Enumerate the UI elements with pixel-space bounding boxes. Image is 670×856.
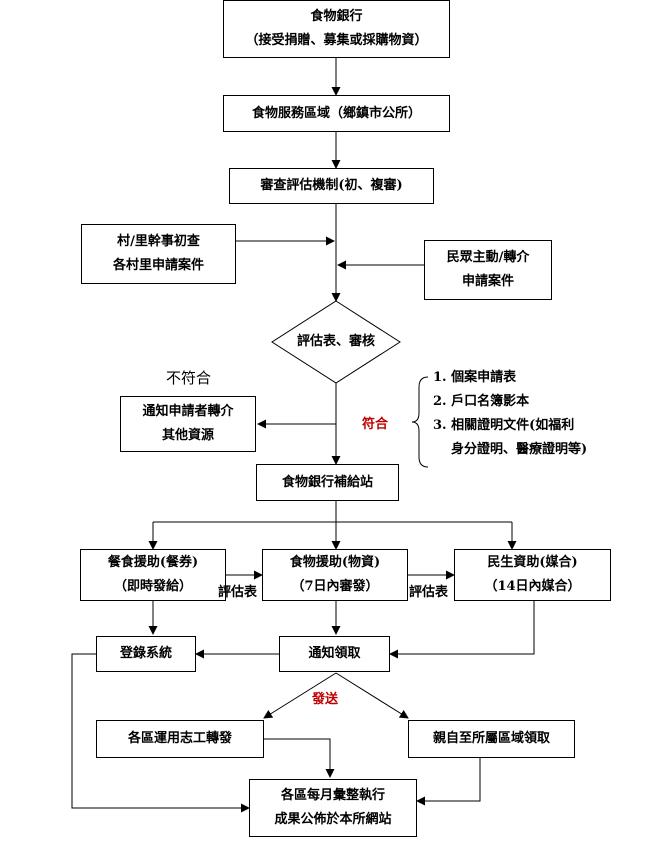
notify-referral-line-1: 通知申請者轉介 — [142, 404, 234, 419]
not-qualified-label: 不符合 — [166, 369, 212, 387]
service-area-label: 食物服務區域（鄉鎮市公所） — [251, 105, 421, 121]
deliver-label: 發送 — [312, 692, 339, 707]
food-bank-line-1: 食物銀行 — [310, 9, 363, 24]
public-application-line-2: 申請案件 — [461, 274, 514, 289]
assessment-decision: 評估表、審核 — [272, 330, 400, 349]
register-system-box: 登錄系統 — [96, 636, 196, 672]
monthly-report-line-2: 成果公佈於本所網站 — [274, 812, 392, 827]
document-item-3: 3. 相關證明文件(如福利 — [433, 418, 575, 433]
supply-station-label: 食物銀行補給站 — [281, 474, 373, 490]
meal-aid-box: 餐食援助(餐券) （即時發給） — [80, 549, 226, 601]
self-pickup-label: 親自至所屬區域領取 — [432, 731, 550, 746]
document-item-1: 1. 個案申請表 — [433, 370, 517, 385]
eval-form-label-2: 評估表 — [409, 585, 449, 600]
public-application-box: 民眾主動/轉介 申請案件 — [424, 240, 552, 300]
notify-pickup-label: 通知領取 — [308, 646, 361, 661]
notify-referral-line-2: 其他資源 — [161, 428, 214, 443]
food-bank-line-2: （接受捐贈、募集或採購物資） — [245, 33, 428, 48]
meal-aid-line-1: 餐食援助(餐券) — [107, 555, 199, 570]
notify-referral-box: 通知申請者轉介 其他資源 — [120, 396, 256, 452]
goods-aid-box: 食物援助(物資) （7日內審發） — [262, 549, 408, 601]
self-pickup-box: 親自至所屬區域領取 — [408, 720, 575, 758]
required-documents-list: 1. 個案申請表 2. 戶口名簿影本 3. 相關證明文件(如福利 身分證明、醫療… — [433, 366, 663, 462]
assessment-decision-label: 評估表、審核 — [296, 334, 375, 349]
document-item-2: 2. 戶口名簿影本 — [433, 394, 530, 409]
cash-aid-line-1: 民生資助(媒合) — [487, 555, 578, 570]
service-area-box: 食物服務區域（鄉鎮市公所） — [223, 95, 450, 132]
qualified-label: 符合 — [362, 417, 389, 432]
food-bank-box: 食物銀行 （接受捐贈、募集或採購物資） — [223, 0, 450, 58]
notify-pickup-box: 通知領取 — [279, 636, 390, 672]
monthly-report-line-1: 各區每月彙整執行 — [280, 788, 385, 803]
village-officer-line-2: 各村里申請案件 — [112, 258, 204, 273]
public-application-line-1: 民眾主動/轉介 — [446, 250, 530, 265]
cash-aid-line-2: （14日內媒合） — [484, 579, 581, 594]
goods-aid-line-1: 食物援助(物資) — [289, 555, 381, 570]
register-system-label: 登錄系統 — [119, 646, 172, 661]
review-mechanism-label: 審查評估機制(初、複審) — [260, 178, 403, 193]
monthly-report-box: 各區每月彙整執行 成果公佈於本所網站 — [249, 779, 417, 837]
meal-aid-line-2: （即時發給） — [113, 579, 192, 594]
supply-station-box: 食物銀行補給站 — [256, 464, 399, 501]
document-item-4: 身分證明、醫療證明等) — [451, 442, 588, 457]
eval-form-label-1: 評估表 — [218, 585, 258, 600]
volunteer-delivery-label: 各區運用志工轉發 — [127, 731, 232, 746]
cash-aid-box: 民生資助(媒合) （14日內媒合） — [454, 549, 611, 601]
review-mechanism-box: 審查評估機制(初、複審) — [229, 168, 434, 204]
goods-aid-line-2: （7日內審發） — [291, 579, 379, 594]
volunteer-delivery-box: 各區運用志工轉發 — [96, 720, 264, 758]
village-officer-box: 村/里幹事初查 各村里申請案件 — [81, 224, 236, 284]
village-officer-line-1: 村/里幹事初查 — [117, 234, 200, 249]
